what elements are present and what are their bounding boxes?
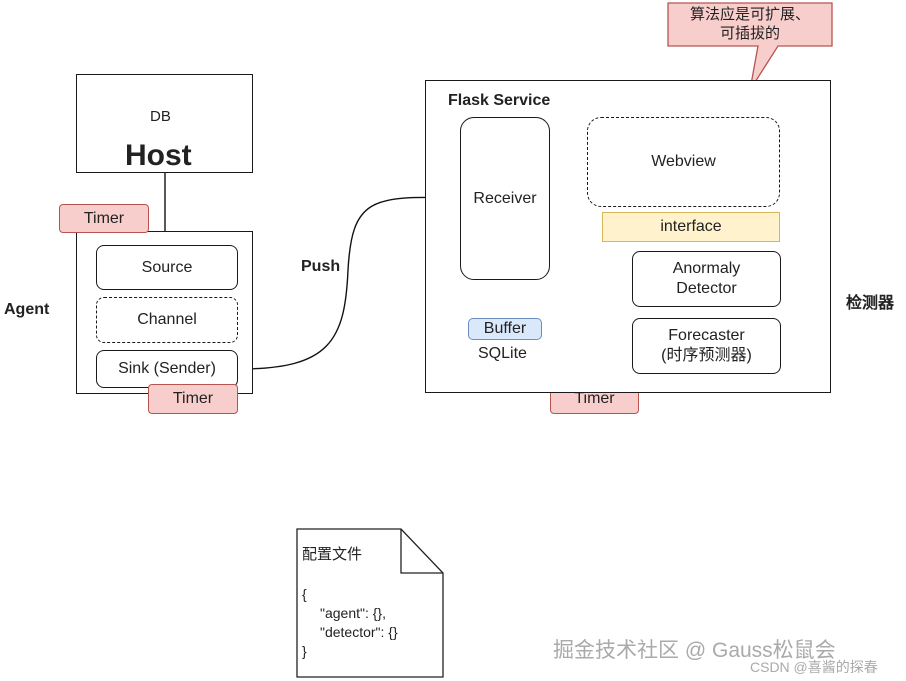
source-node: Source <box>96 245 238 290</box>
receiver-node: Receiver <box>460 117 550 280</box>
callout-text: 算法应是可扩展、 可插拔的 <box>668 5 832 43</box>
callout-line1: 算法应是可扩展、 <box>689 6 810 23</box>
push-arrow <box>239 192 457 370</box>
watermark-sub: CSDN @喜酱的探春 <box>750 659 878 675</box>
channel-node: Channel <box>96 297 238 343</box>
config-title: 配置文件 <box>302 546 363 563</box>
callout-bubble <box>667 2 833 91</box>
agent-top-timer: Timer <box>59 204 149 233</box>
forecaster-node: Forecaster (时序预测器) <box>632 318 781 374</box>
agent-label: Agent <box>4 301 50 318</box>
detector-label: 检测器 <box>846 295 895 312</box>
sink-node: Sink (Sender) <box>96 350 238 388</box>
push-label: Push <box>301 258 341 275</box>
interface-bar: interface <box>602 212 780 242</box>
config-content: { "agent": {}, "detector": {} } <box>302 585 398 661</box>
forecaster-line1: Forecaster <box>668 327 745 344</box>
config-document-shape <box>296 528 444 678</box>
config-line-0: { <box>302 586 307 602</box>
agent-bottom-timer: Timer <box>148 384 238 414</box>
anomaly-detector-node: Anormaly Detector <box>632 251 781 307</box>
host-box <box>76 74 253 173</box>
config-line-2: "detector": {} <box>320 624 398 640</box>
db-label: DB <box>150 108 171 125</box>
config-line-3: } <box>302 643 307 659</box>
webview-node: Webview <box>587 117 780 207</box>
host-title: Host <box>125 139 192 172</box>
anomaly-line2: Detector <box>676 280 737 297</box>
anomaly-line1: Anormaly <box>672 260 741 277</box>
sqlite-label: SQLite <box>478 345 527 362</box>
config-line-1: "agent": {}, <box>320 605 386 621</box>
watermark-main: 掘金技术社区 @ Gauss松鼠会 <box>553 639 836 662</box>
forecaster-line2: (时序预测器) <box>661 347 752 364</box>
flask-service-title: Flask Service <box>448 92 551 109</box>
callout-line2: 可插拔的 <box>719 25 780 42</box>
buffer-label: Buffer <box>468 318 542 340</box>
